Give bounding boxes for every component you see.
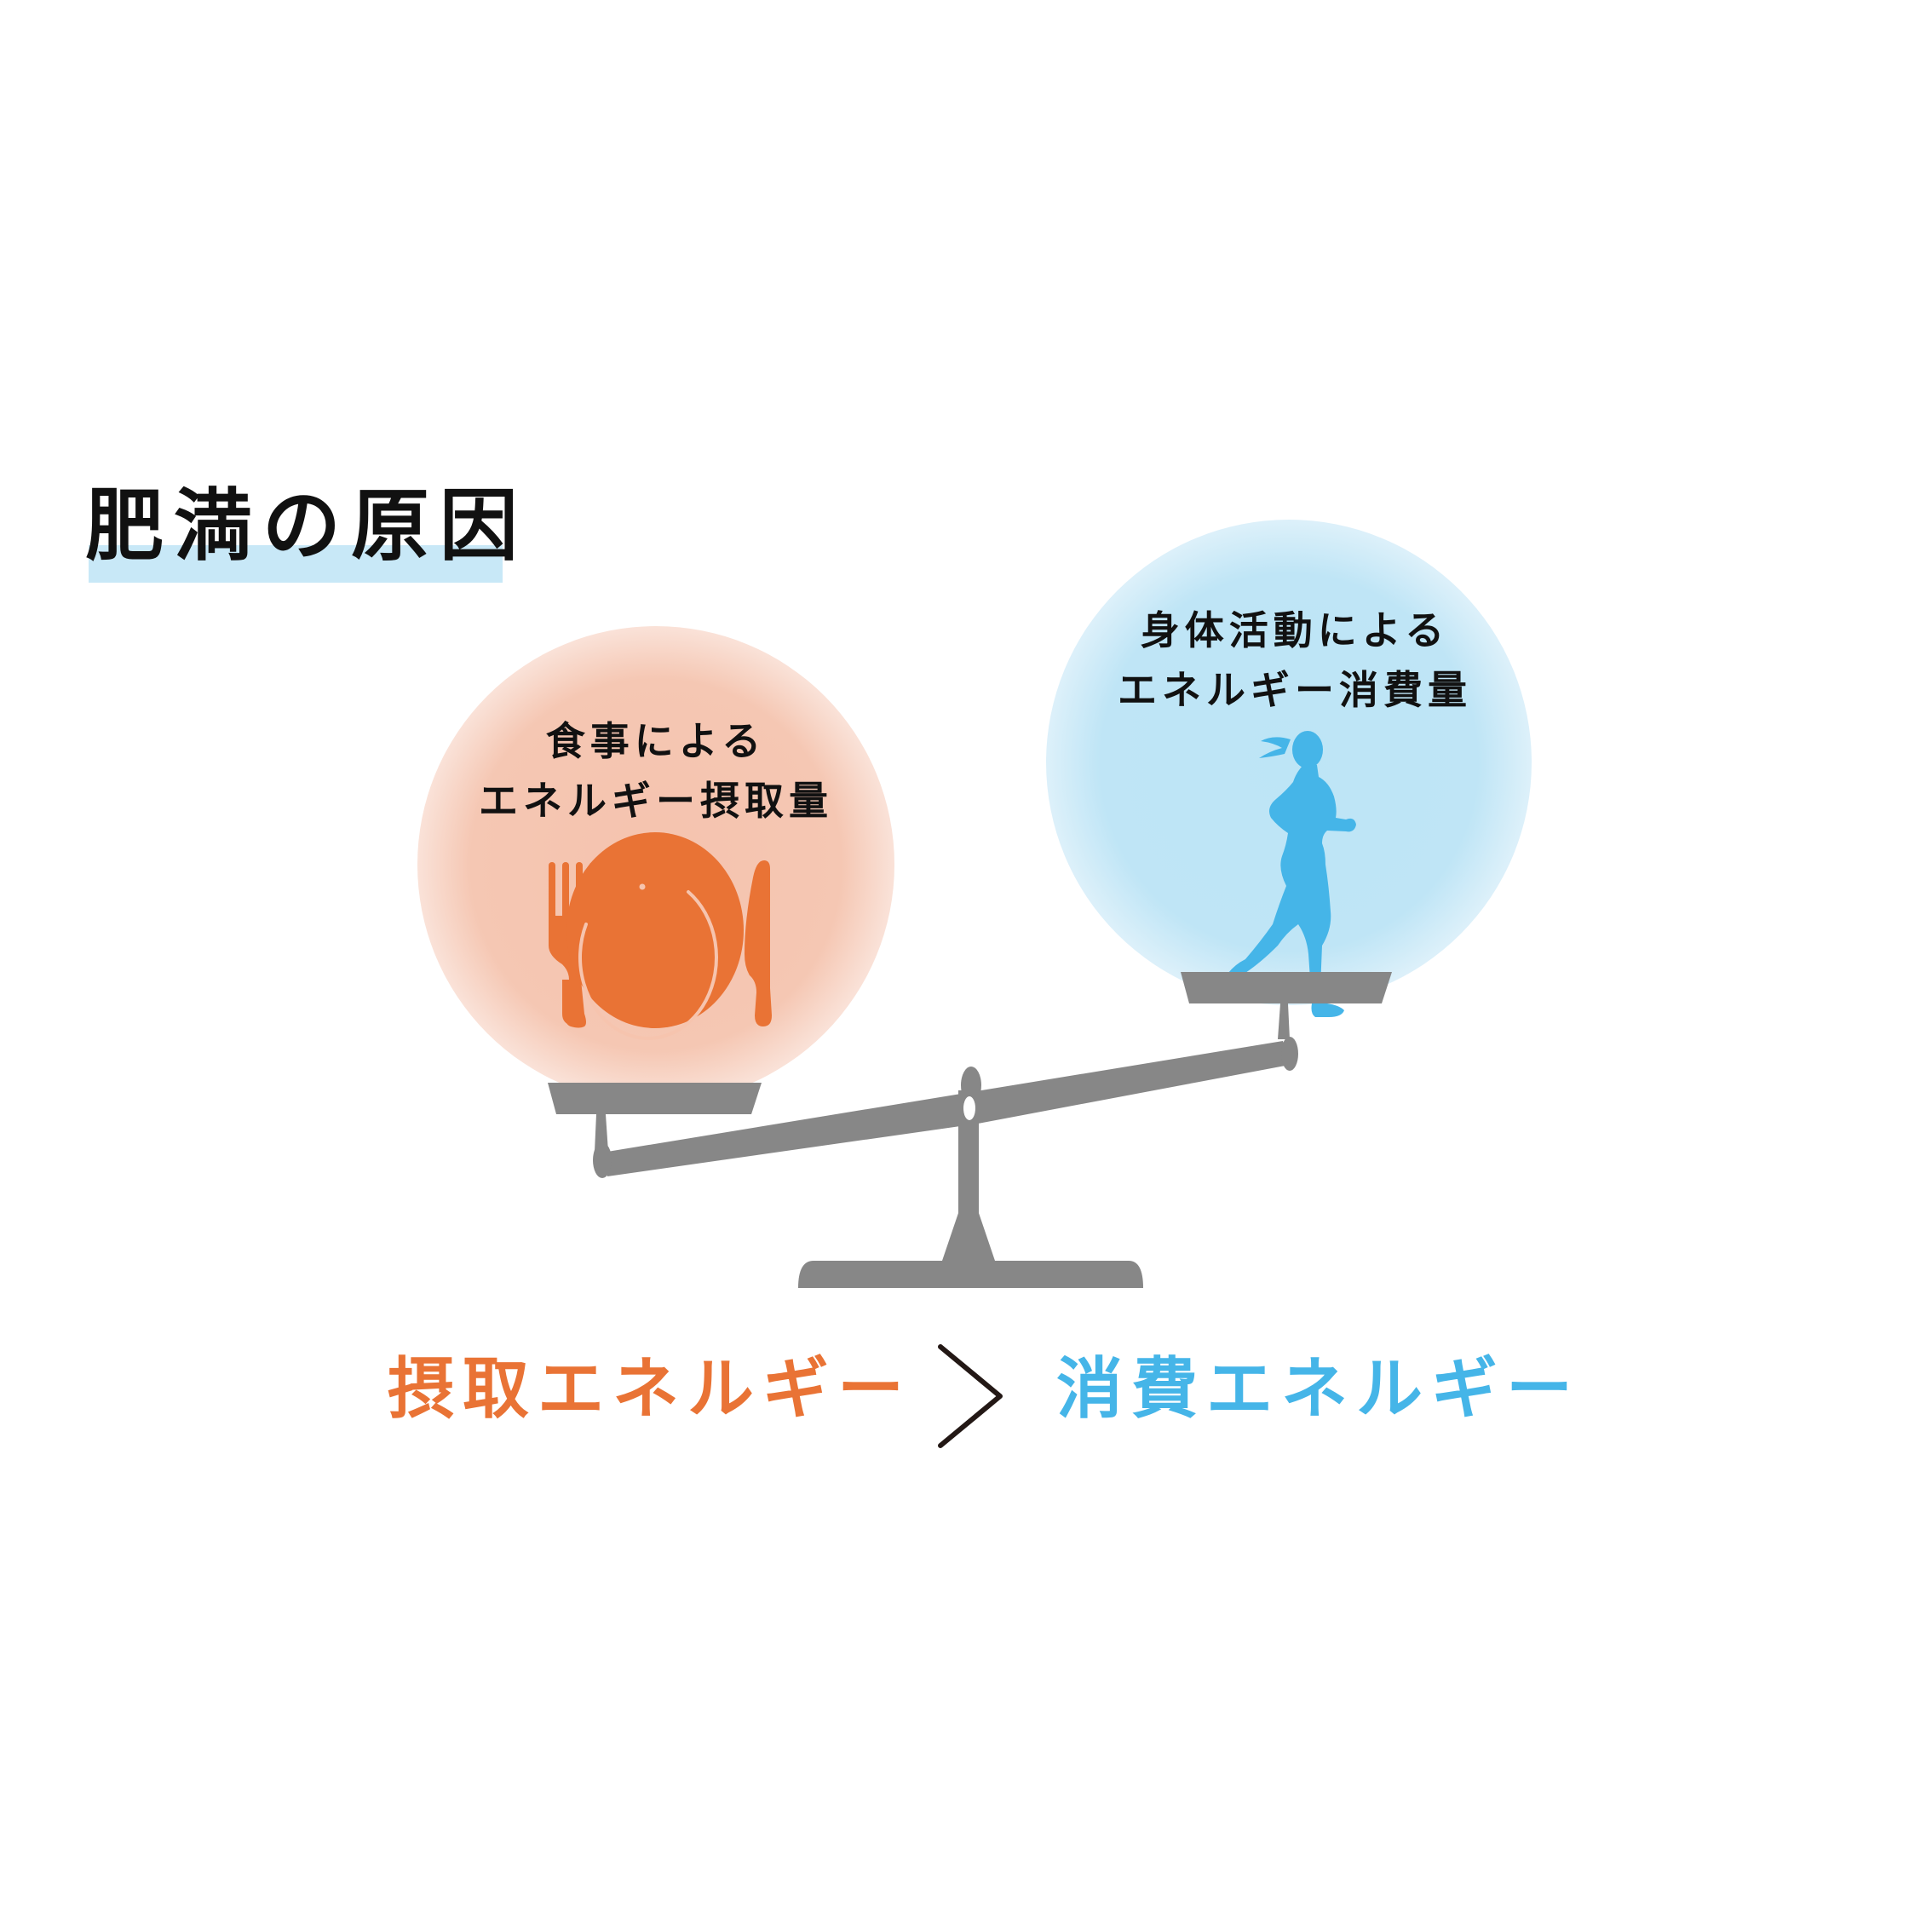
intake-label: 食事による エネルギー摂取量	[443, 711, 869, 831]
intake-energy-text: 摂取エネルギー	[388, 1351, 913, 1428]
intake-label-line1: 食事による	[545, 718, 767, 764]
intake-label-line2: エネルギー摂取量	[479, 778, 833, 824]
page-title: 肥満の原因	[85, 480, 529, 572]
title-highlight	[89, 545, 503, 583]
expenditure-label-line2: エネルギー消費量	[1118, 667, 1472, 713]
expenditure-energy-text: 消費エネルギー	[1056, 1351, 1582, 1428]
expenditure-label-line1: 身体活動による	[1140, 607, 1450, 653]
expenditure-label: 身体活動による エネルギー消費量	[1069, 601, 1521, 720]
